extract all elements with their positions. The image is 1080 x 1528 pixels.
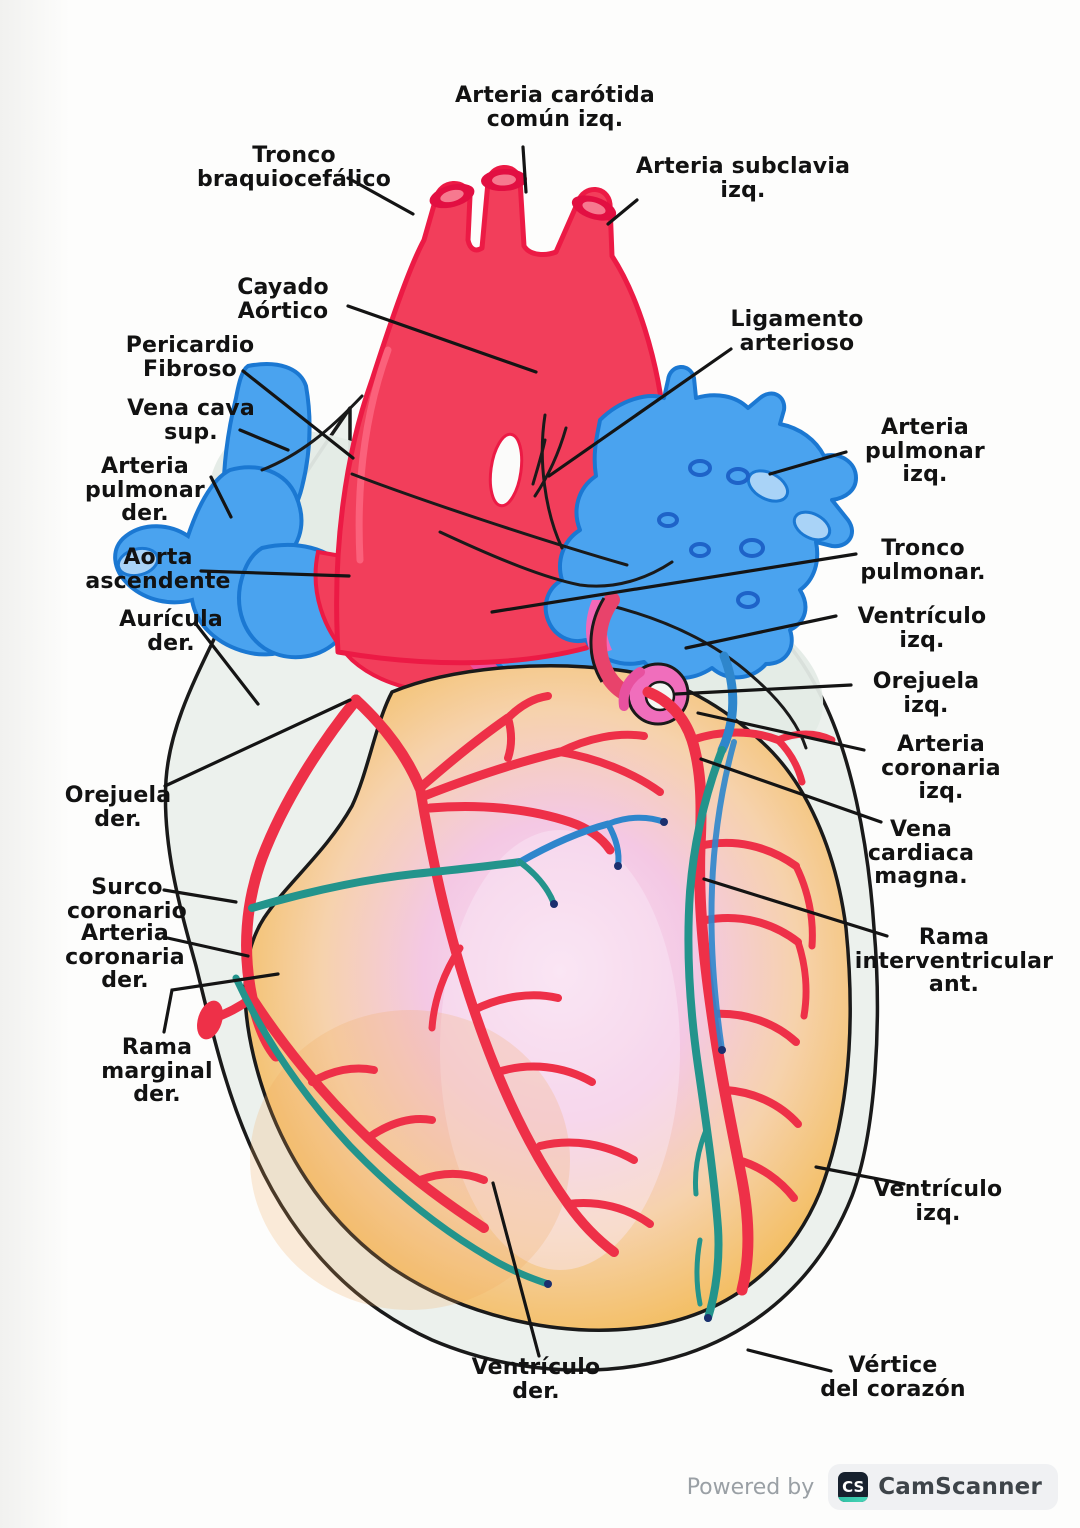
leader-rama-marginal-der (162, 972, 280, 1034)
leader-tronco-pulmonar (490, 552, 858, 614)
pericardium-ink-lines (260, 394, 808, 750)
label-pericardio-fibroso: Pericardio Fibroso (125, 333, 255, 382)
label-cayado-aortico: Cayado Aórtico (237, 275, 329, 324)
leader-vena-cava-sup (238, 428, 290, 452)
label-surco-coronario: Surco coronario (67, 875, 187, 924)
label-arteria-carotida: Arteria carótida común izq. (455, 83, 655, 132)
leader-ligamento-arterioso (547, 347, 733, 478)
camscanner-footer: Powered by CS CamScanner (687, 1464, 1058, 1510)
label-ligamento-arterioso: Ligamento arterioso (730, 307, 864, 356)
label-arteria-pulmonar-izq: Arteria pulmonar izq. (865, 415, 985, 488)
left-pulmonary-artery (543, 365, 858, 680)
camscanner-brand-text: CamScanner (878, 1474, 1042, 1500)
leader-arteria-coronaria-der (161, 935, 250, 958)
great-cardiac-vein (717, 651, 738, 755)
label-arteria-coronaria-der: Arteria coronaria der. (65, 921, 185, 994)
vein-tips (544, 818, 726, 1322)
label-orejuela-der: Orejuela der. (64, 783, 172, 832)
leader-vena-cardiaca-magna (699, 757, 883, 824)
label-arteria-coronaria-izq: Arteria coronaria izq. (881, 732, 1001, 805)
vessel-texture-marks (657, 459, 765, 609)
powered-by-text: Powered by (686, 1474, 815, 1500)
leader-vertice (746, 1348, 833, 1373)
label-ventriculo-izq-sup: Ventrículo izq. (857, 604, 987, 653)
leader-arteria-coronaria-izq (696, 711, 866, 752)
leader-tronco-braquiocefalico (346, 176, 415, 216)
label-tronco-braquiocefalico: Tronco braquiocefálico (196, 143, 392, 192)
leader-pericardio-fibroso (241, 369, 355, 460)
leader-surco-coronario (162, 888, 238, 904)
leader-arteria-pulmonar-izq (768, 450, 848, 476)
leader-rama-interventricular (702, 877, 889, 938)
leader-ventriculo-izq-inf (814, 1165, 906, 1186)
brachiocephalic-opening (429, 183, 475, 209)
label-orejuela-izq: Orejuela izq. (872, 669, 980, 718)
label-aorta-ascendente: Aorta ascendente (85, 545, 231, 594)
coronary-arteries (197, 686, 836, 1296)
leader-orejuela-izq (674, 683, 853, 696)
carotid-opening (481, 168, 527, 192)
label-arteria-subclavia: Arteria subclavia izq. (635, 154, 851, 203)
label-arteria-pulmonar-der: Arteria pulmonar der. (85, 454, 205, 527)
leader-orejuela-der (163, 698, 352, 788)
leader-arteria-pulmonar-der (209, 475, 233, 519)
descending-branch (415, 783, 619, 1257)
leader-auricula-der (194, 622, 260, 706)
label-auricula-der: Aurícula der. (119, 607, 223, 656)
leader-ventriculo-izq-sup (684, 614, 838, 650)
label-vena-cardiaca-magna: Vena cardiaca magna. (867, 817, 975, 890)
label-ventriculo-der: Ventrículo der. (471, 1355, 601, 1404)
cardiac-veins (232, 651, 738, 1322)
label-rama-interventricular: Rama interventricular ant. (854, 925, 1054, 998)
label-ventriculo-izq-inf: Ventrículo izq. (873, 1177, 1003, 1226)
leader-ventriculo-der (491, 1181, 541, 1358)
subclavian-opening (571, 195, 617, 221)
leader-arteria-subclavia (606, 198, 639, 226)
leader-lines (161, 145, 906, 1373)
leader-aorta-ascendente (199, 569, 351, 578)
label-rama-marginal-der: Rama marginal der. (101, 1035, 213, 1108)
camscanner-logo-icon: CS (838, 1472, 869, 1502)
leader-arteria-carotida (521, 145, 528, 194)
artery-stub (197, 1000, 223, 1040)
camscanner-badge: CS CamScanner (828, 1464, 1058, 1510)
label-vena-cava-sup: Vena cava sup. (127, 396, 255, 445)
label-tronco-pulmonar: Tronco pulmonar. (860, 536, 986, 585)
leader-cayado-aortico (346, 304, 538, 374)
label-vertice-del-corazon: Vértice del corazón (820, 1353, 966, 1402)
